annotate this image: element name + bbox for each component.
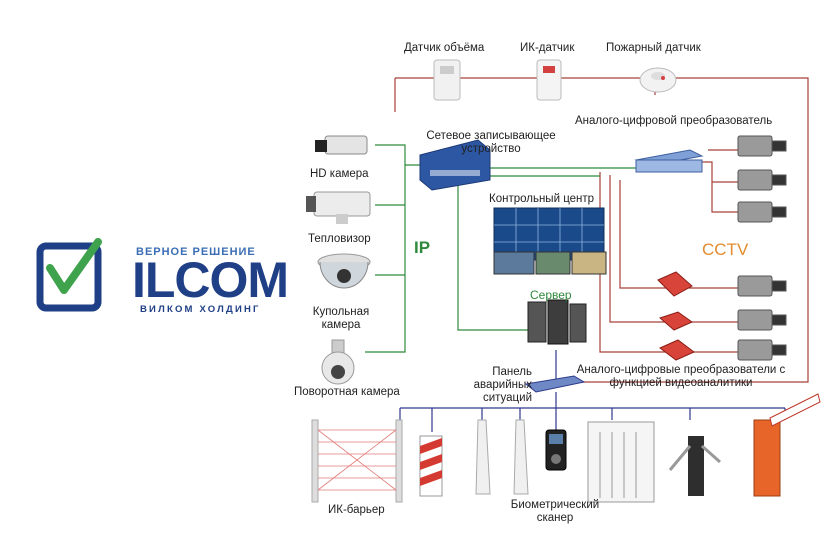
video-wall-icon	[493, 207, 607, 275]
adc-converter-icon	[634, 149, 704, 173]
ir-barrier-icon	[311, 419, 403, 503]
tripod-turnstile-icon	[668, 436, 721, 496]
thermal-camera-label: Тепловизор	[308, 233, 371, 245]
vilcom-logo: ВЕРНОЕ РЕШЕНИЕ ILCOM ВИЛКОМ ХОЛДИНГ	[36, 240, 289, 320]
bollard-icon	[419, 435, 443, 497]
fire-sensor-icon	[639, 67, 677, 93]
ip-wiring	[365, 144, 640, 353]
biometric-scanner-icon	[545, 429, 567, 471]
hd-camera-icon	[315, 135, 368, 155]
analytics-converter-icon	[657, 271, 695, 361]
cctv-camera-icon	[737, 135, 787, 361]
ptz-camera-icon	[321, 339, 355, 385]
control-center-label: Контрольный центр	[489, 193, 595, 205]
barrier-gate-icon	[753, 393, 821, 497]
nvr-label: Сетевое записывающее устройство	[426, 130, 556, 155]
volume-sensor-icon	[433, 59, 461, 101]
server-icon	[527, 299, 587, 345]
ptz-camera-label: Поворотная камера	[294, 386, 400, 398]
logo-holding: ВИЛКОМ ХОЛДИНГ	[140, 304, 261, 315]
eas-gate-icon	[475, 419, 529, 495]
logo-mark	[36, 238, 102, 312]
thermal-camera-icon	[306, 191, 371, 224]
hd-camera-label: HD камера	[310, 168, 369, 180]
cctv-network-label: CCTV	[702, 240, 749, 259]
volume-sensor-label: Датчик объёма	[404, 42, 485, 54]
fire-sensor-label: Пожарный датчик	[606, 42, 701, 54]
logo-wordmark: ILCOM	[132, 252, 289, 308]
ir-sensor-icon	[536, 59, 562, 101]
biometric-scanner-label: Биометрический сканер	[510, 499, 600, 524]
dome-camera-label: Купольная камера	[312, 306, 370, 331]
ir-sensor-label: ИК-датчик	[520, 42, 575, 54]
panic-panel-label: Панель аварийных ситуаций	[473, 366, 532, 404]
server-label: Сервер	[530, 288, 572, 302]
full-height-turnstile-icon	[587, 421, 655, 503]
adc-analytics-label: Аналого-цифровые преобразователи с функц…	[576, 364, 786, 389]
dome-camera-icon	[317, 253, 371, 289]
logo-tagline: ВЕРНОЕ РЕШЕНИЕ	[136, 246, 256, 258]
ip-network-label: IP	[414, 238, 431, 257]
adc-label: Аналого-цифровой преобразователь	[575, 115, 773, 127]
nvr-device-icon	[419, 139, 491, 191]
panic-panel-icon	[524, 375, 586, 393]
ir-barrier-label: ИК-барьер	[328, 504, 385, 516]
